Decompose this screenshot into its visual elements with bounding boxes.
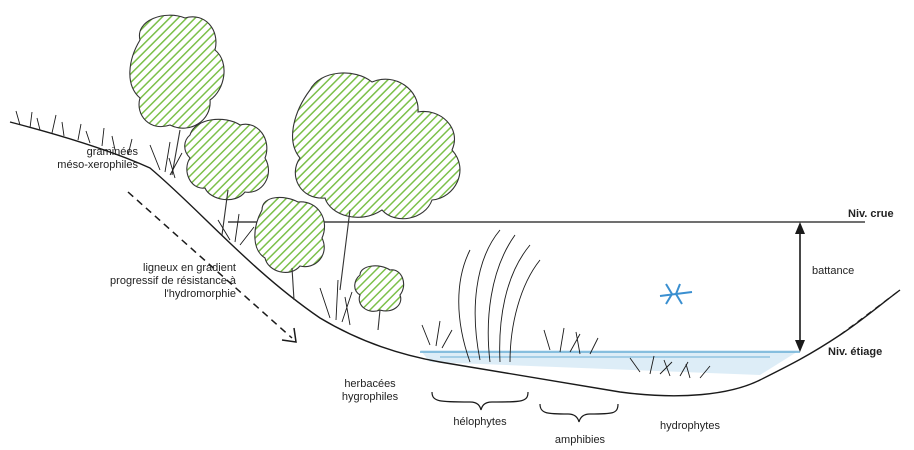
label-graminees-line2: méso-xerophiles	[57, 159, 138, 171]
label-niv-etiage: Niv. étiage	[828, 346, 883, 358]
label-graminees: graminées méso-xerophiles	[28, 146, 138, 172]
label-hydrophytes: hydrophytes	[660, 420, 720, 432]
woody-trees	[129, 14, 461, 331]
label-amphibies: amphibies	[554, 434, 606, 446]
gradient-arrow	[127, 191, 297, 343]
label-niv-crue: Niv. crue	[848, 208, 894, 220]
vegetation-strokes	[15, 110, 711, 379]
label-herbacees-line1: herbacées	[344, 378, 396, 390]
dragonfly-icon	[659, 283, 693, 305]
label-ligneux-line2: progressif de résistance à	[110, 275, 236, 287]
bank-profile	[9, 121, 901, 397]
label-battance: battance	[812, 265, 855, 277]
zone-brackets	[431, 391, 619, 423]
label-herbacees-line2: hygrophiles	[341, 391, 399, 403]
water-surface	[420, 350, 800, 375]
label-graminees-line1: graminées	[86, 146, 138, 158]
label-helophytes: hélophytes	[453, 416, 507, 428]
label-ligneux-line3: l'hydromorphie	[164, 288, 236, 300]
battance-arrow	[795, 222, 805, 352]
label-ligneux: ligneux en gradient progressif de résist…	[40, 262, 236, 301]
label-herbacees: herbacées hygrophiles	[330, 378, 410, 404]
label-ligneux-line1: ligneux en gradient	[143, 262, 236, 274]
